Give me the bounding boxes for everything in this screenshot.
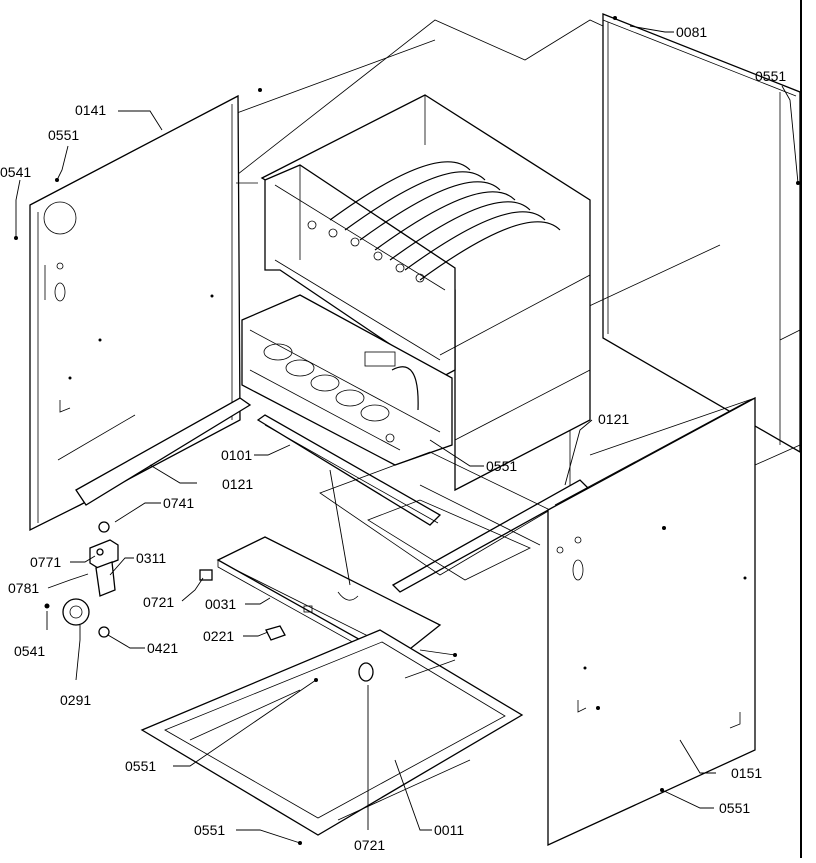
label-0291: 0291 (60, 692, 91, 708)
right-side-panel (547, 396, 756, 847)
screw-0541 (44, 603, 50, 609)
center-rail (256, 414, 442, 526)
bottom-frame (140, 629, 524, 836)
pressure-switch-0291 (62, 598, 90, 626)
clip-0221 (265, 625, 286, 641)
label-0551-rear: 0551 (755, 68, 786, 84)
label-0721-left: 0721 (143, 594, 174, 610)
label-0741: 0741 (163, 495, 194, 511)
clip-0721b (358, 662, 374, 682)
label-0781: 0781 (8, 580, 39, 596)
label-0081: 0081 (676, 24, 707, 40)
bushing-0741 (98, 521, 110, 533)
label-0551-bottom-left: 0551 (125, 758, 156, 774)
label-0031: 0031 (205, 596, 236, 612)
rear-panel (602, 13, 801, 454)
label-0311: 0311 (136, 550, 166, 566)
label-0121-left: 0121 (222, 476, 253, 492)
burner-assembly (241, 294, 453, 466)
label-0551-bottom-right: 0551 (719, 800, 750, 816)
leader-lines (15, 25, 799, 844)
label-0551-left: 0551 (48, 127, 79, 143)
label-0151: 0151 (731, 765, 762, 781)
label-0101: 0101 (221, 447, 252, 463)
label-0011: 0011 (434, 822, 464, 838)
label-0541-bottom: 0541 (14, 643, 45, 659)
label-0221: 0221 (203, 628, 234, 644)
label-0551-bottom: 0551 (194, 822, 225, 838)
heat-exchanger (260, 94, 591, 492)
bracket-0771 (89, 539, 119, 569)
hardware-parts (44, 521, 374, 682)
blower-deck (216, 536, 456, 665)
left-side-panel (29, 94, 258, 532)
label-0141: 0141 (75, 102, 106, 118)
grommet-0421 (98, 626, 110, 638)
label-0421: 0421 (147, 640, 178, 656)
exchanger-tubes (329, 161, 561, 281)
label-0541-left: 0541 (0, 164, 31, 180)
label-0121-right: 0121 (598, 411, 629, 427)
left-bottom-rail (75, 397, 252, 506)
part-labels: 0081 0551 0141 0551 0541 0121 0101 0551 … (0, 24, 786, 853)
label-0771: 0771 (30, 554, 61, 570)
clip-0721 (199, 569, 213, 581)
bracket-0311 (95, 561, 116, 597)
label-0721-bottom: 0721 (354, 837, 385, 853)
label-0551-center: 0551 (486, 458, 517, 474)
